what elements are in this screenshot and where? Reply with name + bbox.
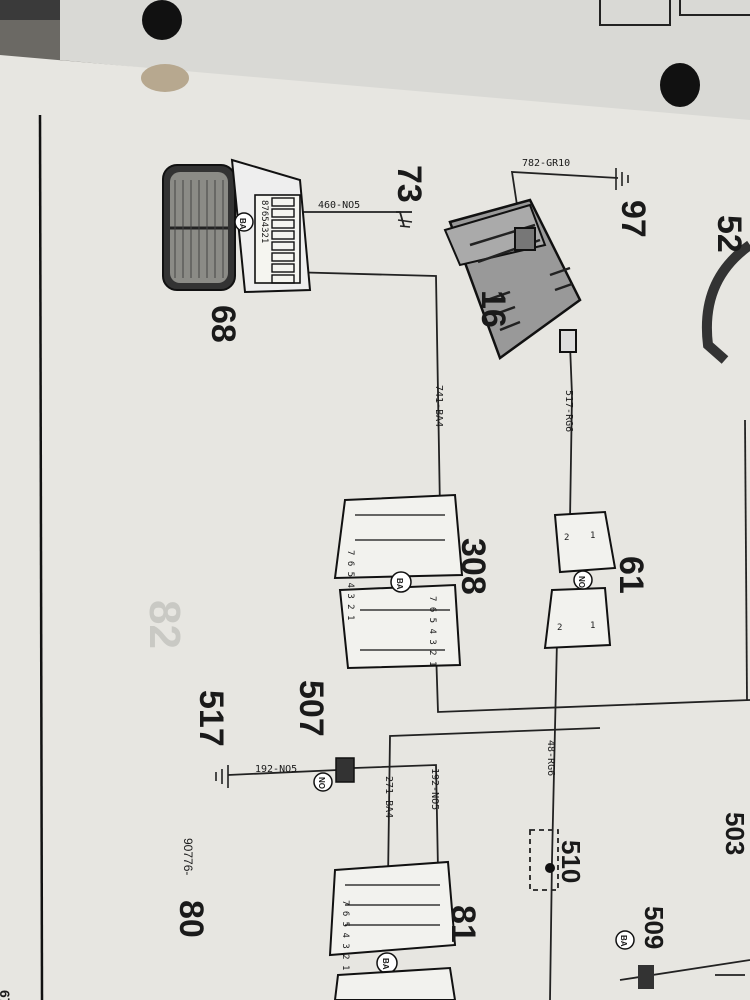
component-510-box	[529, 829, 559, 891]
pin-61a-2: 2	[564, 533, 569, 543]
component-507	[335, 757, 355, 783]
punch-hole	[142, 0, 182, 40]
pins-68: 87654321	[259, 200, 269, 243]
badge-509: BA	[619, 935, 628, 947]
punch-hole	[660, 63, 700, 107]
label-97: 97	[614, 200, 652, 238]
badge-81: BA	[381, 958, 390, 970]
label-73: 73	[390, 165, 428, 203]
pin-61a-1: 1	[590, 531, 595, 541]
wire-label-271: 271-BA4	[383, 776, 394, 818]
component-61	[543, 510, 617, 650]
badge-509-circle	[615, 930, 635, 950]
pins-81: 7 6 5 4 3 2 1	[340, 900, 350, 970]
label-80: 80	[172, 900, 210, 938]
back-sheet	[60, 0, 750, 125]
component-52-inner	[721, 258, 750, 341]
badge-61: NO	[577, 576, 586, 588]
wire-308-out	[435, 649, 750, 713]
label-52: 52	[710, 215, 748, 253]
punch-hole	[141, 64, 189, 92]
faded-bg-text: 82	[140, 600, 189, 649]
label-16: 16	[474, 290, 512, 328]
page-code: 90776-	[181, 838, 195, 875]
label-507: 507	[292, 680, 330, 737]
wire-271	[387, 727, 601, 881]
wire-label-741: 741-BA4	[433, 385, 444, 427]
label-510: 510	[556, 840, 586, 883]
connector-68	[230, 158, 312, 294]
ground-symbols	[215, 168, 629, 788]
wire-192b	[353, 764, 439, 871]
wire-48	[549, 639, 558, 1000]
label-61: 61	[612, 556, 650, 594]
badge-507: NO	[317, 777, 326, 789]
label-308: 308	[454, 538, 492, 595]
frame-box	[599, 0, 671, 26]
wire-right-edge	[744, 419, 748, 701]
label-81: 81	[444, 905, 482, 943]
pin-61b-1: 1	[590, 621, 595, 631]
component-16	[443, 198, 582, 360]
pins-308a: 7 6 5 4 3 2 1	[345, 550, 355, 620]
wire-label-48: 48-RG6	[545, 740, 556, 776]
component-509	[638, 965, 654, 989]
badge-507-circle	[313, 772, 333, 792]
label-509: 509	[639, 906, 669, 949]
connector-81	[328, 860, 457, 1000]
splice-510	[545, 863, 555, 873]
page-number: 67	[0, 990, 13, 1000]
label-68: 68	[204, 305, 242, 343]
wire-label-782: 782-GR10	[522, 158, 570, 169]
wire-741	[287, 271, 441, 511]
pin-61b-2: 2	[557, 623, 562, 633]
component-68-lamp	[162, 164, 236, 291]
wire-label-517: 517-RG6	[563, 390, 574, 432]
wire-label-192a: 192-NO5	[255, 764, 297, 775]
label-517: 517	[192, 690, 230, 747]
wire-label-192b: 192-NO5	[429, 768, 440, 810]
wire-192a	[227, 769, 339, 776]
connector-308	[333, 493, 464, 670]
badge-68: BA	[238, 218, 247, 230]
margin-line	[38, 114, 44, 1000]
component-52-shape	[702, 240, 750, 364]
frame-box	[679, 0, 750, 16]
badge-308: BA	[395, 578, 404, 590]
pins-308b: 7 6 5 4 3 2 1	[427, 596, 437, 666]
wire-517	[569, 344, 573, 521]
label-503: 503	[720, 812, 750, 855]
wire-label-460: 460-NO5	[318, 200, 360, 211]
